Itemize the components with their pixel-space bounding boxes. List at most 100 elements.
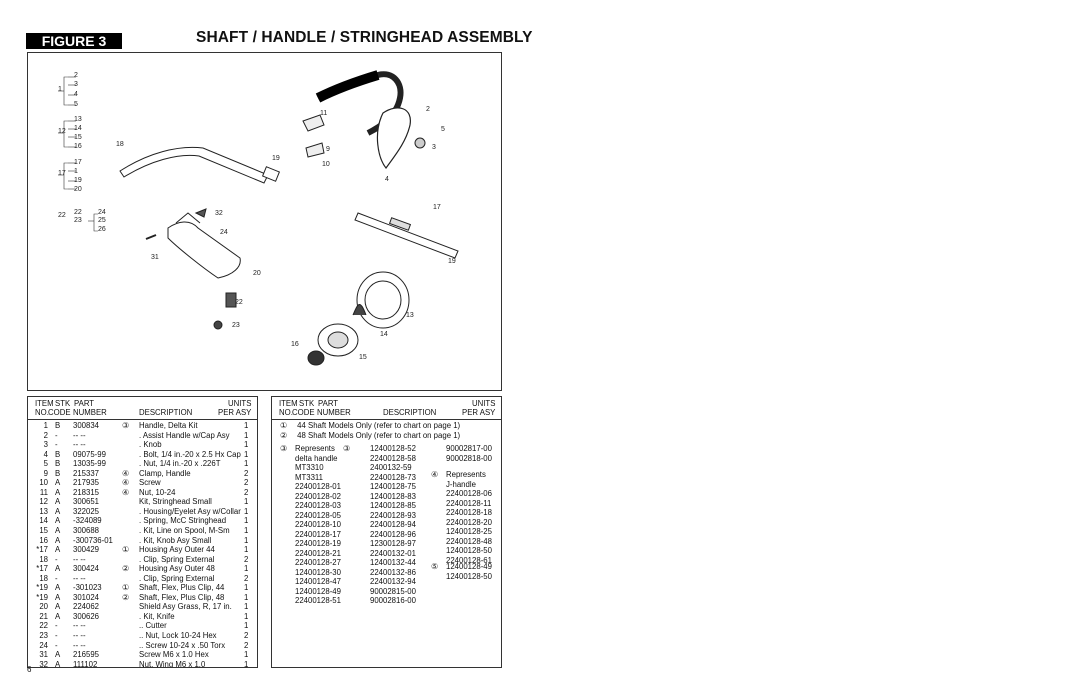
cell-item: 18	[39, 573, 48, 583]
cell-note: ①	[122, 583, 129, 593]
callout-number: 23	[232, 322, 240, 329]
cell-units: 1	[244, 602, 249, 612]
cell-stk: A	[55, 564, 61, 574]
cell-part: 300429	[73, 545, 100, 555]
cell-part: 300834	[73, 421, 100, 430]
cell-units: 2	[244, 573, 249, 583]
cell-stk: -	[55, 640, 58, 650]
model-number: 90002816-00	[370, 596, 416, 605]
callout-number: 32	[215, 210, 223, 217]
cell-units: 2	[244, 468, 249, 478]
callout-number: 19	[74, 177, 82, 184]
cell-stk: A	[55, 602, 61, 612]
cell-desc: Nut, Wing M6 x 1.0	[139, 659, 206, 668]
model-number: 12300128-97	[370, 539, 416, 548]
model-number: 12400128-49	[446, 562, 492, 571]
cell-note: ②	[122, 592, 129, 602]
cell-part: 216595	[73, 650, 100, 660]
cell-units: 1	[244, 659, 249, 668]
callout-number: 20	[253, 270, 261, 277]
cell-item: *19	[36, 583, 48, 593]
callout-number: 20	[74, 186, 82, 193]
cell-stk: B	[55, 449, 61, 459]
note-3-sub: delta handle	[295, 453, 338, 463]
cell-stk: A	[55, 611, 61, 621]
cell-desc: Clamp, Handle	[139, 468, 191, 478]
cell-part: -324089	[73, 516, 102, 526]
cell-part: 217935	[73, 478, 100, 488]
cell-desc: .. Screw 10-24 x .50 Torx	[139, 640, 226, 650]
cell-desc: .. Cutter	[139, 621, 167, 631]
cell-item: 5	[43, 459, 48, 469]
callout-number: 3	[432, 144, 436, 151]
callout-number: 10	[322, 161, 330, 168]
cell-stk: A	[55, 497, 61, 507]
cell-stk: A	[55, 659, 61, 668]
model-number: 22400128-51	[295, 596, 341, 605]
callout-number: 1	[58, 86, 62, 93]
cell-item: 11	[39, 487, 48, 497]
model-number: 22400128-17	[295, 529, 341, 539]
table-header: ITEM NO. STK CODE PART NUMBER DESCRIPTIO…	[28, 399, 257, 420]
cell-stk: -	[55, 621, 58, 631]
cell-units: 1	[244, 545, 249, 555]
cell-desc: . Clip, Spring External	[139, 554, 215, 564]
cell-stk: -	[55, 554, 58, 564]
cell-units: 1	[244, 506, 249, 516]
cell-units: 1	[244, 449, 249, 459]
cell-part: -- --	[73, 573, 86, 583]
cell-item: 23	[39, 631, 48, 641]
cell-desc: . Kit, Line on Spool, M-Sm	[139, 526, 230, 536]
cell-note: ②	[122, 564, 129, 574]
cell-part: 300651	[73, 497, 100, 507]
model-number: 12400128-30	[295, 567, 341, 577]
cell-units: 1	[244, 497, 249, 507]
cell-desc: Screw M6 x 1.0 Hex	[139, 650, 209, 660]
model-number: 2400132-59	[370, 463, 412, 472]
header-code: CODE	[48, 408, 71, 417]
callout-number: 9	[326, 146, 330, 153]
cell-item: 32	[39, 659, 48, 668]
cell-stk: B	[55, 459, 61, 469]
cell-item: *19	[36, 592, 48, 602]
cell-item: 10	[39, 478, 48, 488]
header-stk: STK	[55, 399, 71, 408]
callout-number: 16	[291, 341, 299, 348]
cell-stk: A	[55, 487, 61, 497]
note-5-mark: ⑤	[431, 562, 438, 571]
cell-stk: A	[55, 526, 61, 536]
header-stk: STK	[299, 399, 315, 408]
model-number: MT3311	[295, 472, 324, 482]
cell-part: 218315	[73, 487, 100, 497]
callout-number: 17	[58, 170, 66, 177]
cell-units: 2	[244, 487, 249, 497]
cell-part: 111102	[73, 659, 98, 668]
cell-item: 9	[43, 468, 48, 478]
cell-desc: Handle, Delta Kit	[139, 421, 198, 430]
cell-desc: Screw	[139, 478, 161, 488]
cell-desc: Nut, 10-24	[139, 487, 176, 497]
note-1: ① 44 Shaft Models Only (refer to chart o…	[280, 421, 460, 431]
callout-number: 22	[58, 212, 66, 219]
note-3-col2-mark: ③	[343, 444, 350, 453]
cell-units: 1	[244, 430, 249, 440]
cell-stk: A	[55, 650, 61, 660]
cell-stk: B	[55, 468, 61, 478]
figure-label: FIGURE 3	[26, 33, 122, 49]
callout-number: 25	[98, 217, 106, 224]
cell-stk: -	[55, 440, 58, 450]
cell-stk: A	[55, 506, 61, 516]
